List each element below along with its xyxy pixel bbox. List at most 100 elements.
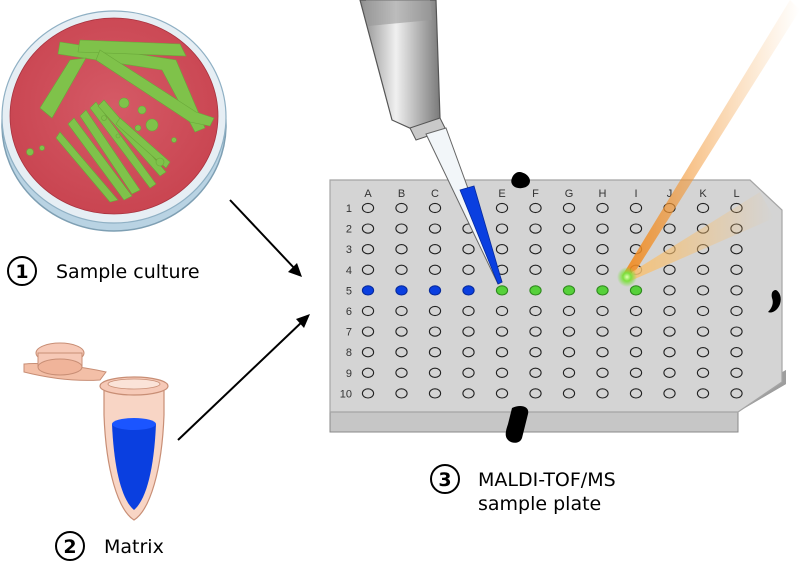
step-3-text-line-1: MALDI-TOF/MS (478, 469, 616, 491)
well-C2 (428, 223, 442, 234)
well-G1 (562, 202, 576, 214)
microtube-icon (23, 342, 169, 521)
step-1-text: Sample culture (56, 261, 200, 283)
column-header-I: I (634, 188, 637, 200)
well-F7 (529, 326, 542, 337)
well-D10 (462, 388, 475, 399)
well-I5 (629, 285, 643, 296)
well-C6 (428, 305, 442, 317)
pipette-icon (359, 0, 503, 285)
well-A5 (361, 285, 375, 296)
well-A1 (361, 202, 375, 214)
well-B4 (395, 264, 408, 275)
well-B7 (395, 326, 408, 337)
well-F5 (529, 285, 542, 296)
well-G6 (562, 305, 576, 317)
well-I7 (629, 326, 643, 337)
well-D8 (462, 347, 475, 358)
step-3-label: 3 MALDI-TOF/MS sample plate (430, 464, 616, 515)
well-J8 (663, 347, 676, 358)
well-G4 (562, 264, 576, 275)
well-J4 (663, 264, 676, 275)
plate-notch-top (511, 172, 530, 189)
arrow-culture-to-plate (229, 199, 302, 277)
well-K7 (696, 326, 710, 337)
well-grid (361, 202, 743, 399)
well-L8 (730, 347, 743, 358)
well-I2 (629, 223, 643, 234)
well-B8 (395, 347, 408, 358)
row-header-3: 3 (346, 244, 352, 256)
column-header-K: K (699, 188, 707, 200)
step-2-text: Matrix (104, 536, 164, 558)
well-C7 (428, 326, 442, 337)
bacterial-colonies (26, 39, 215, 203)
well-F6 (529, 305, 542, 317)
column-header-A: A (364, 188, 372, 200)
step-2-number-badge (55, 531, 85, 561)
well-L6 (730, 305, 743, 317)
well-D9 (462, 367, 475, 378)
well-C1 (428, 202, 442, 214)
well-E2 (495, 223, 509, 234)
plate-notch-right (768, 290, 781, 313)
step-2-label: 2 Matrix (55, 531, 164, 561)
well-E1 (495, 202, 509, 214)
row-header-2: 2 (346, 224, 352, 236)
well-J10 (663, 388, 676, 399)
well-C5 (428, 285, 442, 296)
row-header-5: 5 (346, 285, 352, 297)
well-B9 (395, 367, 408, 378)
well-D7 (462, 326, 475, 337)
column-header-J: J (667, 188, 673, 200)
well-F9 (529, 367, 542, 378)
step-3-number: 3 (438, 469, 451, 491)
well-L3 (730, 244, 743, 255)
column-header-L: L (733, 188, 739, 200)
step-2-number: 2 (63, 536, 76, 558)
row-header-8: 8 (346, 347, 352, 359)
well-K10 (696, 388, 710, 399)
well-F2 (529, 223, 542, 234)
column-header-E: E (498, 188, 505, 200)
well-B1 (395, 202, 408, 214)
row-header-7: 7 (346, 327, 352, 339)
well-K4 (696, 264, 710, 275)
well-A3 (361, 244, 375, 255)
well-A9 (361, 367, 375, 378)
well-J5 (663, 285, 676, 296)
well-A10 (361, 388, 375, 399)
well-E5 (495, 285, 509, 296)
well-J2 (663, 223, 676, 234)
column-header-C: C (431, 188, 439, 200)
well-D5 (462, 285, 475, 296)
well-I1 (629, 202, 643, 214)
arrow-matrix-to-plate (177, 314, 310, 441)
row-header-6: 6 (346, 306, 352, 318)
step-3-text-line-2: sample plate (478, 493, 601, 515)
step-1-label: 1 Sample culture (7, 256, 200, 286)
well-H9 (596, 367, 609, 378)
well-E7 (495, 326, 509, 337)
well-L7 (730, 326, 743, 337)
step-1-number: 1 (15, 261, 28, 283)
well-C8 (428, 347, 442, 358)
well-H6 (596, 305, 609, 317)
row-header-4: 4 (346, 265, 352, 277)
well-G2 (562, 223, 576, 234)
well-C10 (428, 388, 442, 399)
well-F3 (529, 244, 542, 255)
well-B10 (395, 388, 408, 399)
well-A4 (361, 264, 375, 275)
well-G5 (562, 285, 576, 296)
well-B6 (395, 305, 408, 317)
well-J7 (663, 326, 676, 337)
well-K5 (696, 285, 710, 296)
row-header-1: 1 (346, 203, 352, 215)
well-I6 (629, 305, 643, 317)
well-H7 (596, 326, 609, 337)
well-F8 (529, 347, 542, 358)
